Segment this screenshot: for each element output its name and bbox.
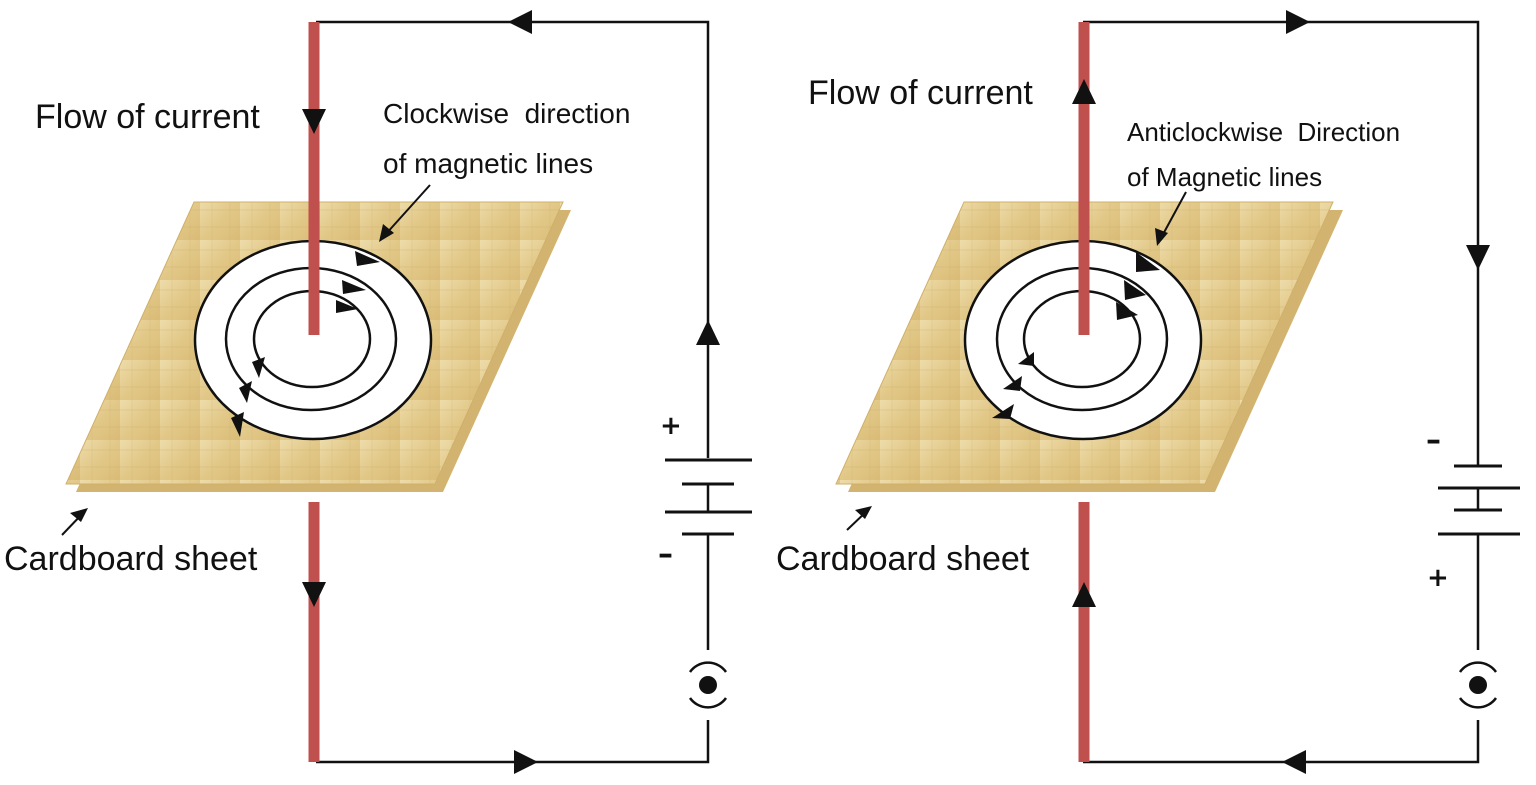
right-field-arrow — [1003, 376, 1022, 391]
left-field-lines — [193, 239, 433, 441]
right-wire-arrow-down — [1466, 245, 1490, 270]
left-sheet-label: Cardboard sheet — [4, 540, 258, 578]
left-field-arrow — [231, 412, 244, 437]
left-field-arrow — [252, 357, 265, 378]
right-battery-top-sign: – — [1426, 423, 1441, 458]
right-key-switch-icon — [1458, 650, 1498, 720]
right-sheet-label: Cardboard sheet — [776, 540, 1030, 578]
left-circuit-wire — [316, 20, 710, 764]
left-field-arrow — [355, 251, 380, 266]
right-field-arrow — [992, 404, 1014, 419]
left-current-label: Flow of current — [35, 98, 260, 136]
right-field-arrow — [1116, 302, 1138, 320]
left-field-pointer — [379, 184, 431, 242]
right-battery-bottom-sign: + — [1427, 563, 1449, 593]
left-panel: + – Flow of current Clockwise direction … — [4, 10, 752, 774]
right-battery — [1438, 464, 1520, 536]
left-field-arrow — [336, 300, 358, 313]
right-wire-arrow-left — [1282, 750, 1306, 774]
right-field-pointer — [1155, 191, 1187, 246]
left-battery-top-sign: + — [660, 411, 682, 441]
right-field-arrow — [1018, 352, 1034, 366]
left-battery — [665, 458, 752, 536]
right-sheet-pointer — [846, 506, 872, 531]
right-field-label-line2: of Magnetic lines — [1127, 162, 1322, 192]
left-wire-arrow-up — [696, 320, 720, 345]
left-sheet-pointer — [61, 508, 88, 536]
right-current-arrow-up — [1072, 79, 1096, 104]
left-wire-arrow-left — [508, 10, 532, 34]
right-field-arrow — [1136, 252, 1160, 272]
left-key-switch-icon — [688, 650, 728, 720]
left-battery-bottom-sign: – — [658, 537, 673, 572]
left-field-arrow — [342, 280, 366, 294]
right-field-lines — [963, 239, 1203, 441]
right-panel: – + Flow of current Anticlockwise Direct… — [776, 10, 1520, 774]
right-current-arrow-up — [1072, 582, 1096, 607]
left-wire-arrow-right — [514, 750, 538, 774]
left-current-arrow-down — [302, 582, 326, 607]
left-field-label-line1: Clockwise direction — [383, 98, 630, 129]
right-wire-arrow-right — [1286, 10, 1310, 34]
right-field-label-line1: Anticlockwise Direction — [1127, 117, 1400, 147]
left-current-arrow-down — [302, 109, 326, 134]
right-circuit-wire — [1083, 20, 1480, 764]
right-current-label: Flow of current — [808, 74, 1033, 112]
right-field-arrow — [1124, 280, 1146, 300]
left-field-label-line2: of magnetic lines — [383, 148, 593, 179]
left-field-arrow — [239, 381, 252, 403]
